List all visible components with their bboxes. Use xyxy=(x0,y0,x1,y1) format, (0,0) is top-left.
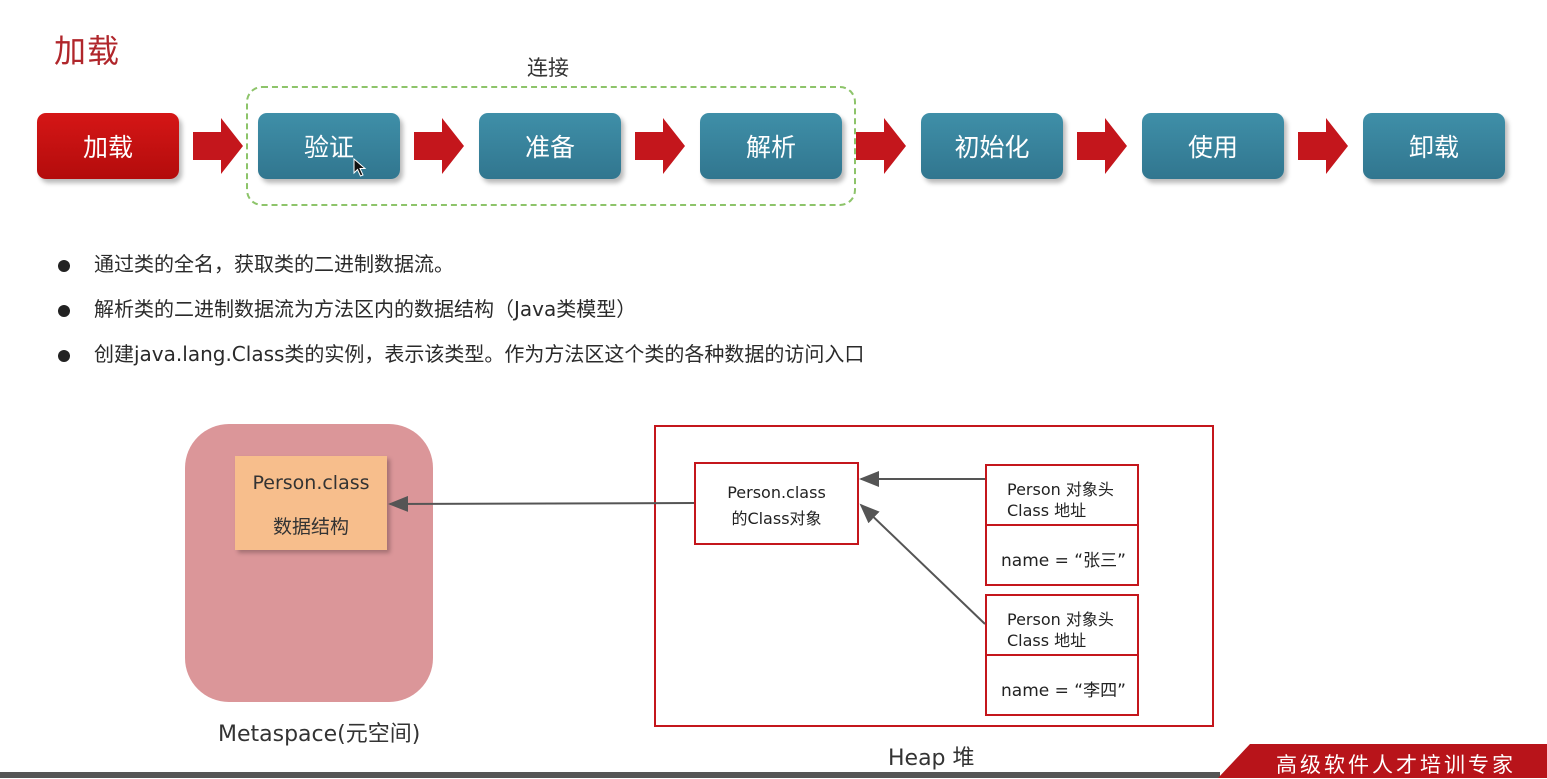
bullet-list: 通过类的全名，获取类的二进制数据流。 解析类的二进制数据流为方法区内的数据结构（… xyxy=(56,252,864,387)
class-name-label: Person.class xyxy=(252,472,370,494)
class-object-to-metaspace-arrow xyxy=(388,495,695,512)
bottom-bar xyxy=(0,772,1220,778)
object-header-line1: Person 对象头 xyxy=(1007,480,1114,499)
connect-group-box xyxy=(246,86,856,206)
object-header-box: Person 对象头 Class 地址 xyxy=(985,594,1139,656)
flow-arrow-icon xyxy=(1298,118,1348,174)
step-resolve: 解析 xyxy=(700,113,842,179)
step-use: 使用 xyxy=(1142,113,1284,179)
object-name-value: name = “李四” xyxy=(1001,681,1126,701)
class-object-box: Person.class 的Class对象 xyxy=(694,462,859,545)
step-prepare: 准备 xyxy=(479,113,621,179)
brand-text: 高级软件人才培训专家 xyxy=(1276,753,1516,777)
object-name-value: name = “张三” xyxy=(1001,551,1126,571)
object-name-box: name = “张三” xyxy=(985,524,1139,586)
flow-arrow-icon xyxy=(1077,118,1127,174)
page-title: 加载 xyxy=(54,32,121,70)
data-structure-label: 数据结构 xyxy=(272,516,349,538)
object-header-line2: Class 地址 xyxy=(1007,501,1087,520)
bullet-item: 通过类的全名，获取类的二进制数据流。 xyxy=(56,252,864,276)
metaspace-label: Metaspace(元空间) xyxy=(218,722,421,747)
flow-arrow-icon xyxy=(193,118,243,174)
class-object-line1: Person.class xyxy=(727,483,826,502)
person-class-data-structure: Person.class 数据结构 xyxy=(235,456,387,550)
object2-to-class-object-arrow xyxy=(859,503,986,625)
bullet-item: 解析类的二进制数据流为方法区内的数据结构（Java类模型） xyxy=(56,297,864,321)
connect-label: 连接 xyxy=(527,56,569,80)
class-object-line2: 的Class对象 xyxy=(731,509,822,528)
heap-region xyxy=(654,425,1214,727)
bullet-item: 创建java.lang.Class类的实例，表示该类型。作为方法区这个类的各种数… xyxy=(56,342,864,366)
object-header-line1: Person 对象头 xyxy=(1007,610,1114,629)
flow-arrow-icon xyxy=(414,118,464,174)
mouse-cursor-icon xyxy=(353,158,367,177)
brand-banner xyxy=(1218,744,1547,778)
flow-arrow-icon xyxy=(635,118,685,174)
step-initialize: 初始化 xyxy=(921,113,1063,179)
step-unload: 卸载 xyxy=(1363,113,1505,179)
heap-label: Heap 堆 xyxy=(888,746,975,771)
object-header-line2: Class 地址 xyxy=(1007,631,1087,650)
step-verify: 验证 xyxy=(258,113,400,179)
step-load: 加载 xyxy=(37,113,179,179)
flow-arrow-icon xyxy=(856,118,906,174)
object-name-box: name = “李四” xyxy=(985,654,1139,716)
